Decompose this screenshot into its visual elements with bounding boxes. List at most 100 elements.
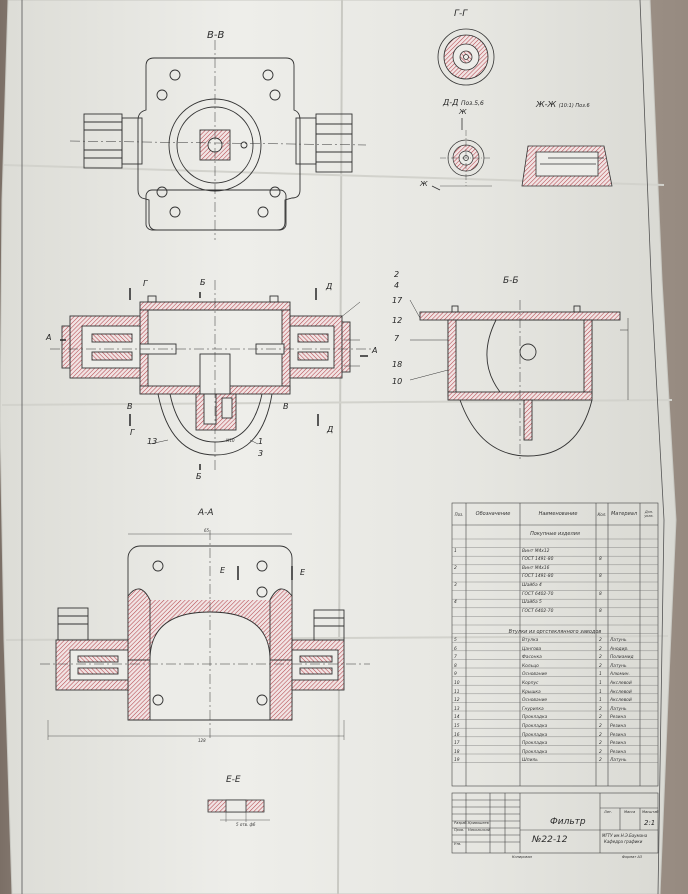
spec-cell-pos: 13	[454, 706, 460, 712]
spec-cell-name: Цангова	[522, 646, 542, 652]
title-block-lit-label: Лит.	[604, 810, 613, 814]
spec-cell-qty: 1	[599, 689, 602, 695]
spec-cell-name: Винт М4х12	[522, 548, 550, 554]
spec-row: 10 Корпус 1 Акслевой	[452, 680, 658, 689]
spec-cell-name: Корпус	[522, 681, 539, 686]
spec-cell-mat: Полиамид	[610, 655, 634, 661]
position-13: 13	[147, 437, 158, 446]
section-dd	[431, 118, 492, 191]
spec-cell-mat: Латунь	[610, 638, 627, 643]
spec-cell-pos: 16	[454, 732, 460, 738]
spec-cell-qty: 2	[599, 741, 602, 747]
spec-cell-name: Основание	[522, 672, 548, 678]
spec-cell-name: Втулка	[522, 638, 539, 643]
specification-table: Поз. Обозначение Наименование Кол. Матер…	[452, 503, 658, 786]
spec-cell-mat: Акслевой	[610, 681, 632, 686]
view-title-zhzh: Ж-Ж (10:1) Поз.6	[536, 100, 590, 109]
title-block-number: №22-12	[532, 835, 568, 845]
spec-cell-pos: 2	[454, 565, 457, 571]
dimension-aa-bottom: 128	[198, 738, 206, 743]
spec-row: 1 Винт М4х12	[452, 548, 658, 557]
spec-cell-qty: 2	[599, 655, 602, 661]
cut-label-zh-top: Ж	[459, 108, 467, 116]
fold-line	[5, 635, 669, 641]
title-block-mass-label: Масса	[624, 810, 636, 814]
cut-label-zh-bottom: Ж	[420, 180, 428, 188]
title-block-author-role: Разраб.	[454, 821, 468, 825]
spec-cell-qty: 8	[599, 574, 602, 580]
spec-cell-qty: 2	[599, 663, 602, 669]
spec-cell-name: Прокладка	[522, 715, 548, 721]
position-17: 17	[392, 296, 403, 305]
spec-cell-qty: 2	[599, 646, 602, 652]
fold-line	[337, 0, 343, 894]
spec-cell-pos: 10	[454, 681, 460, 686]
spec-cell-mat: Резина	[610, 732, 627, 738]
dimension-ee-note: 5 отв. ф6	[236, 822, 256, 827]
spec-cell-mat: Латунь	[610, 706, 627, 712]
spec-cell-mat: Резина	[610, 741, 627, 747]
spec-header-notes: Доп. указ.	[644, 510, 654, 518]
view-title-vv: В-В	[207, 30, 225, 41]
cut-label-v-right: В	[283, 402, 289, 411]
cut-label-b-bottom: Б	[196, 472, 202, 481]
spec-header-designation: Обозначение	[475, 511, 511, 517]
section-ee	[207, 799, 270, 822]
cut-label-a-left: А	[46, 333, 52, 342]
spec-cell-pos: 15	[454, 724, 460, 729]
title-block: Фильтр №22-12 Лит. Масса Масштаб 2:1 МГТ…	[452, 793, 659, 859]
title-block-grid	[451, 792, 659, 854]
spec-cell-pos: 1	[454, 548, 457, 554]
position-18: 18	[392, 360, 403, 369]
section-bb	[409, 299, 629, 460]
view-title-dd-label: Д-Д	[443, 98, 459, 107]
spec-cell-name: Гнурилка	[522, 706, 544, 712]
spec-cell-qty: 2	[599, 749, 602, 755]
spec-cell-name: Шайба 5	[522, 600, 542, 606]
spec-cell-name: ГОСТ 6402-70	[522, 591, 554, 597]
spec-cell-name: Прокладка	[522, 741, 548, 747]
cut-label-d-top: Д	[326, 282, 333, 291]
position-4: 4	[394, 281, 400, 290]
spec-cell-name: Прокладка	[522, 749, 548, 755]
spec-cell-pos: 6	[454, 646, 457, 652]
view-title-zhzh-note: (10:1) Поз.6	[558, 103, 590, 109]
fold-line	[1, 399, 673, 406]
spec-section-standard: Покупные изделия	[530, 531, 580, 537]
title-block-scale: 2:1	[644, 819, 656, 827]
spec-cell-mat: Акслевой	[610, 689, 632, 695]
cut-label-v-left: В	[127, 402, 133, 411]
position-1: 1	[258, 437, 264, 446]
spec-cell-qty: 2	[599, 715, 602, 721]
spec-cell-qty: 2	[599, 638, 602, 643]
spec-header-qty: Кол.	[597, 511, 607, 517]
position-7: 7	[394, 334, 400, 343]
spec-cell-pos: 7	[454, 655, 457, 661]
spec-cell-pos: 3	[454, 583, 457, 588]
section-zhzh	[521, 145, 613, 187]
spec-cell-qty: 1	[599, 681, 602, 686]
cut-label-d-bottom: Д	[327, 425, 334, 434]
cut-label-b-top: Б	[200, 278, 206, 287]
spec-cell-mat: Резина	[610, 724, 627, 729]
spec-cell-pos: 14	[454, 715, 460, 721]
spec-cell-mat: Латунь	[610, 758, 627, 764]
top-view-vv	[69, 40, 367, 240]
cut-label-a-right: А	[372, 346, 378, 355]
title-block-approved-role: Утв.	[454, 842, 462, 846]
spec-row-lines	[452, 538, 658, 763]
